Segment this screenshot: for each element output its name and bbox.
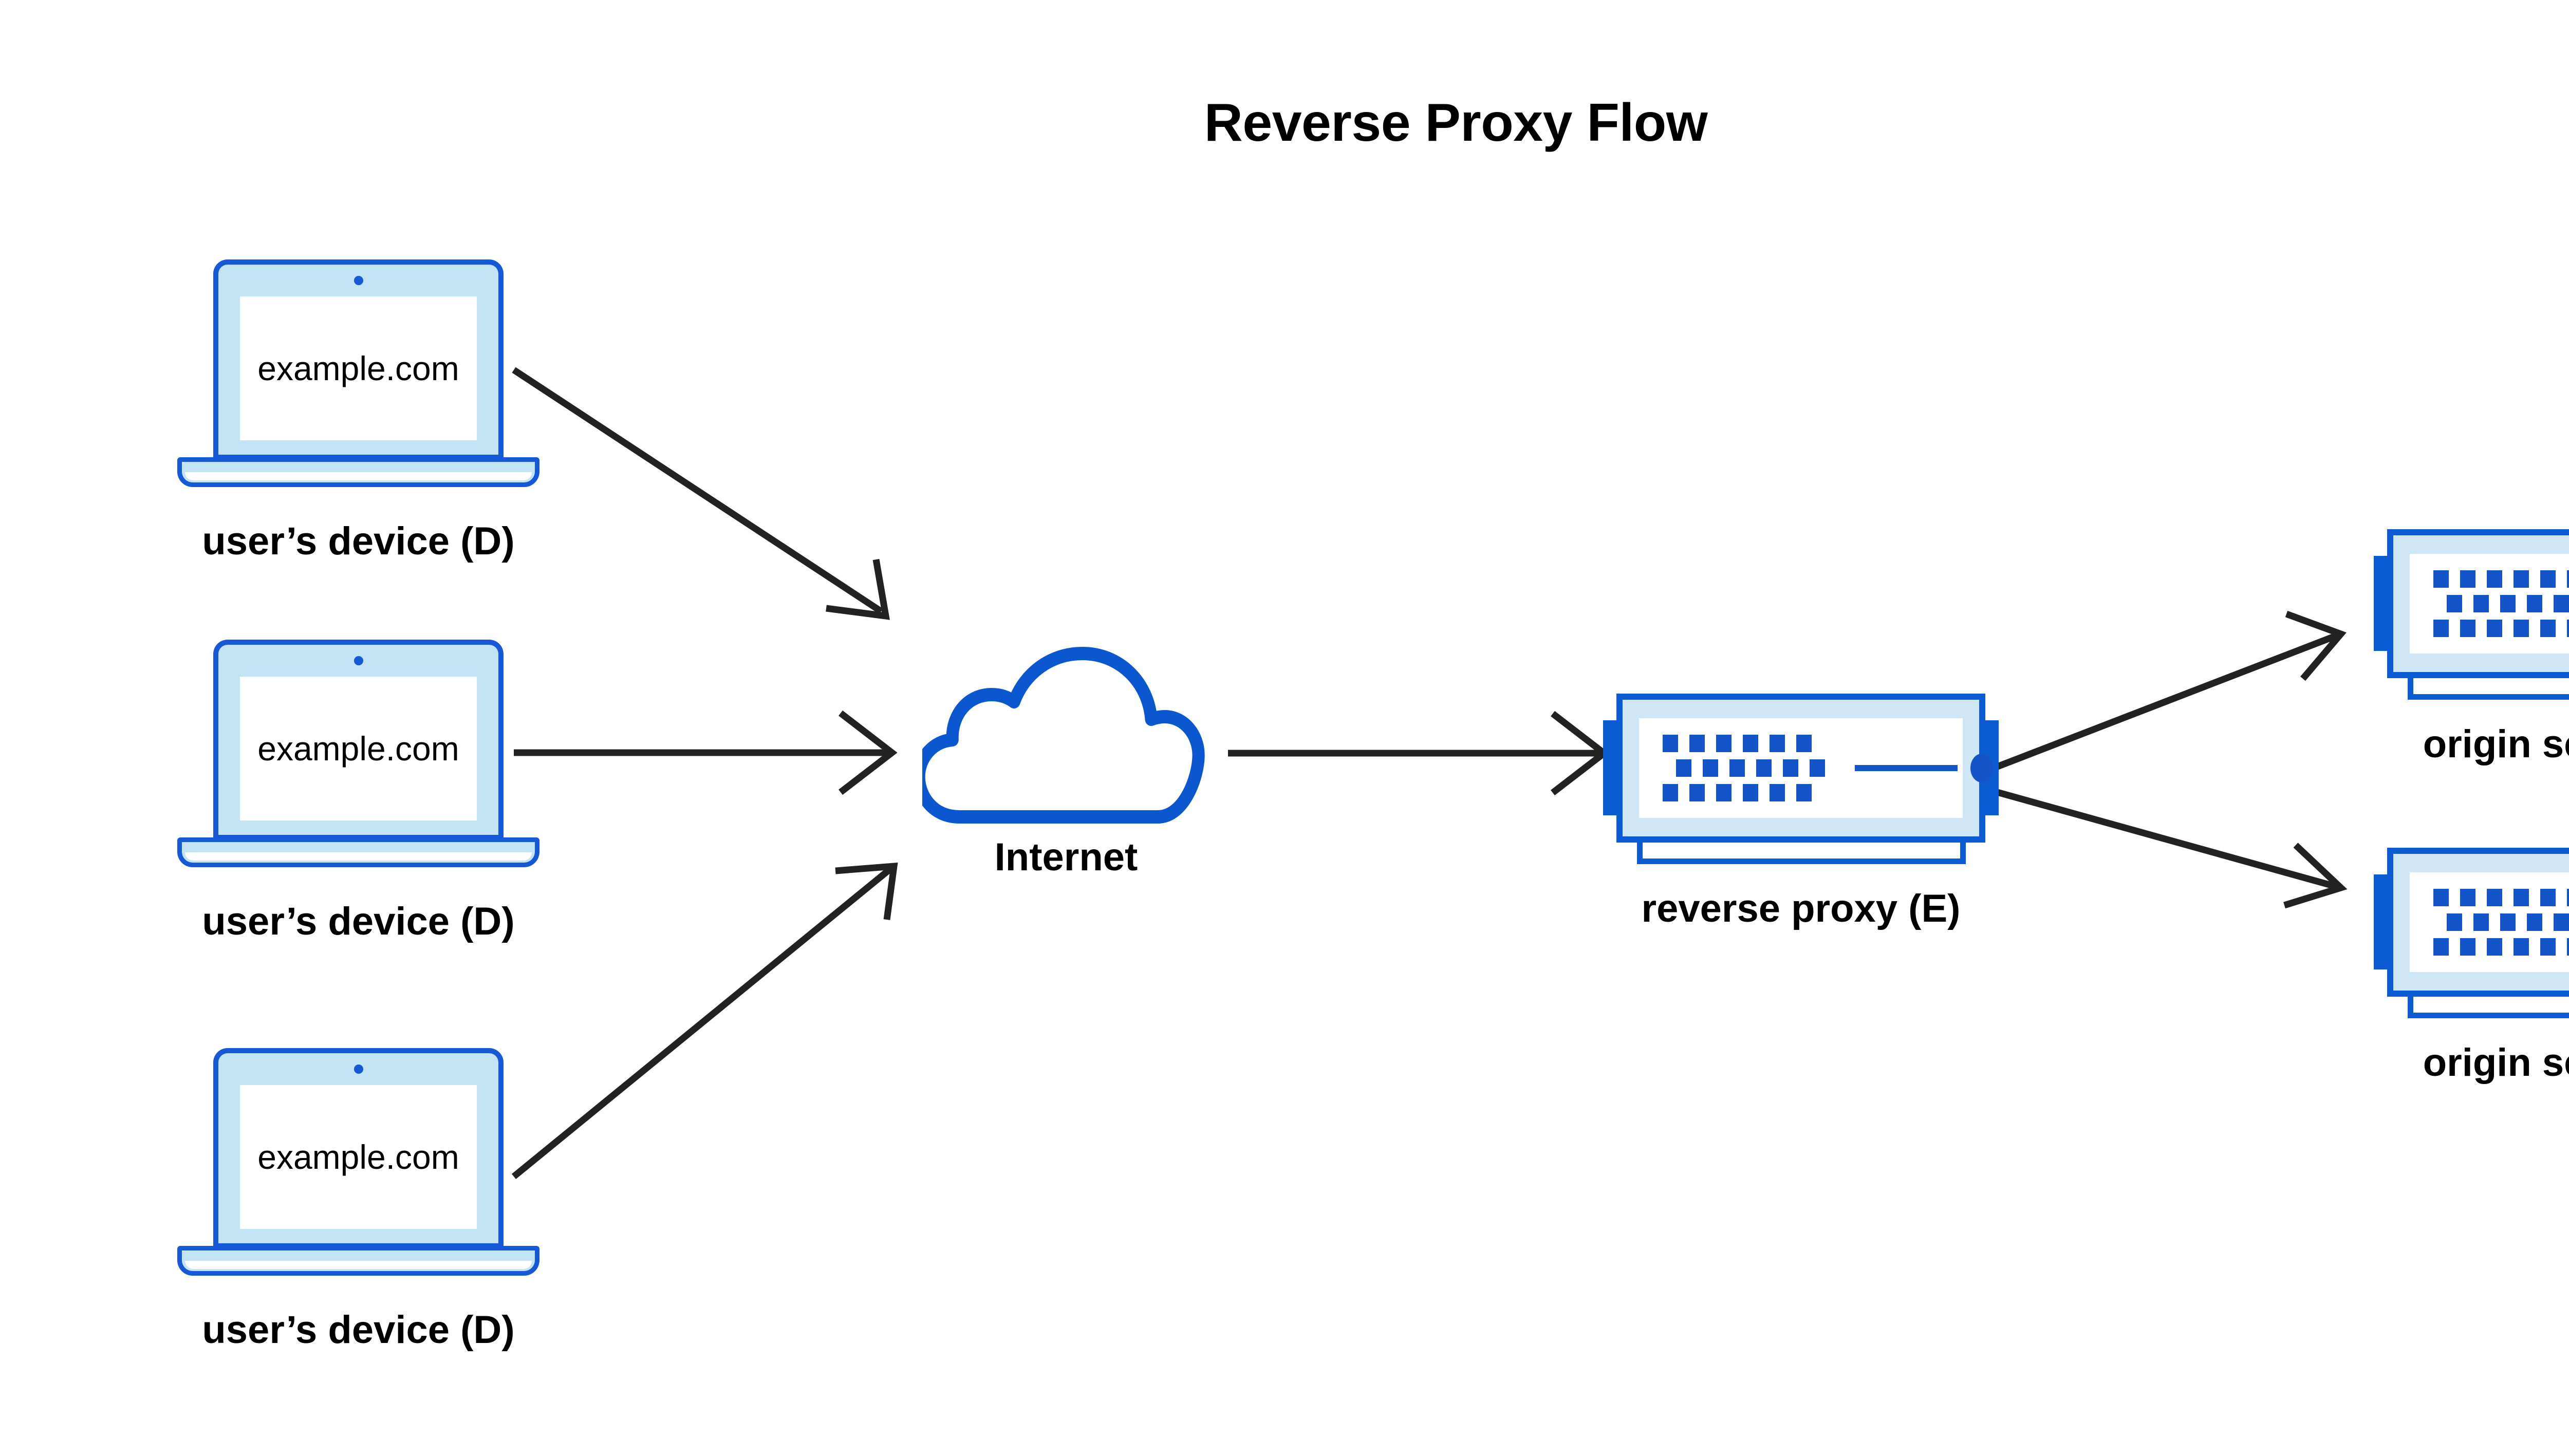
- server-stand: [2408, 674, 2569, 700]
- server-stand: [2408, 993, 2569, 1018]
- arrow-proxy-origin1: [1992, 632, 2338, 772]
- webcam-icon: [353, 656, 363, 665]
- laptop-lid: example.com: [213, 1048, 504, 1248]
- node-origin-server-2[interactable]: origin server (F): [2374, 848, 2569, 1094]
- arrowhead-client1-internet: [826, 558, 890, 620]
- laptop-base-inner: [185, 1261, 532, 1269]
- server-vent-dots: [2433, 570, 2569, 637]
- node-label-internet: Internet: [994, 835, 1138, 879]
- server-body: [2387, 848, 2569, 997]
- page-title: Reverse Proxy Flow: [1204, 93, 1708, 153]
- node-label-reverse-proxy: reverse proxy (E): [1641, 887, 1961, 930]
- laptop-screen: example.com: [240, 296, 477, 440]
- laptop-lid: example.com: [213, 640, 504, 840]
- arrowhead-client3-internet: [835, 862, 898, 920]
- webcam-icon: [353, 1065, 363, 1074]
- node-label-user-device-2: user’s device (D): [202, 900, 515, 943]
- node-user-device-2[interactable]: example.com user’s device (D): [177, 640, 539, 968]
- laptop-base: [177, 837, 539, 867]
- laptop-icon: example.com: [177, 259, 539, 493]
- server-vent-dots: [2433, 889, 2569, 956]
- node-origin-server-1[interactable]: origin server (F): [2374, 529, 2569, 776]
- server-body: [1616, 694, 1993, 843]
- node-label-origin-server-1: origin server (F): [2423, 722, 2569, 766]
- laptop-icon: example.com: [177, 1048, 539, 1282]
- arrowhead-client2-internet: [839, 710, 898, 795]
- laptop-icon: example.com: [177, 640, 539, 873]
- server-icon: [1603, 694, 1999, 871]
- server-stand: [1637, 838, 1966, 864]
- laptop-base: [177, 1246, 539, 1276]
- laptop-lid: example.com: [213, 259, 504, 460]
- server-panel: [1639, 718, 1993, 818]
- node-reverse-proxy[interactable]: reverse proxy (E): [1603, 694, 1999, 940]
- node-user-device-1[interactable]: example.com user’s device (D): [177, 259, 539, 588]
- laptop-base-inner: [185, 472, 532, 480]
- server-icon: [2374, 529, 2569, 706]
- server-wire: [1855, 765, 1958, 771]
- server-body: [2387, 529, 2569, 678]
- cloud-icon: [922, 647, 1205, 824]
- server-icon: [2374, 848, 2569, 1025]
- arrow-proxy-origin2: [1993, 788, 2338, 890]
- arrowhead-internet-proxy: [1551, 711, 1610, 796]
- node-label-user-device-1: user’s device (D): [202, 519, 515, 563]
- node-internet[interactable]: Internet: [922, 637, 1210, 884]
- server-led-icon: [1970, 754, 1993, 782]
- node-user-device-3[interactable]: example.com user’s device (D): [177, 1048, 539, 1377]
- arrow-client1-internet: [512, 367, 883, 614]
- laptop-screen-text: example.com: [257, 730, 459, 768]
- server-panel: [2410, 554, 2569, 654]
- arrowhead-proxy-origin2: [2283, 843, 2348, 909]
- laptop-screen: example.com: [240, 1085, 477, 1229]
- laptop-screen: example.com: [240, 677, 477, 820]
- webcam-icon: [353, 276, 363, 285]
- laptop-screen-text: example.com: [257, 1138, 459, 1176]
- node-label-origin-server-2: origin server (F): [2423, 1041, 2569, 1085]
- laptop-screen-text: example.com: [257, 349, 459, 387]
- arrow-client3-internet: [511, 866, 892, 1180]
- server-vent-dots: [1663, 735, 1825, 801]
- server-panel: [2410, 872, 2569, 972]
- laptop-base-inner: [185, 852, 532, 861]
- node-label-user-device-3: user’s device (D): [202, 1308, 515, 1352]
- arrowhead-proxy-origin1: [2285, 610, 2347, 681]
- laptop-base: [177, 457, 539, 487]
